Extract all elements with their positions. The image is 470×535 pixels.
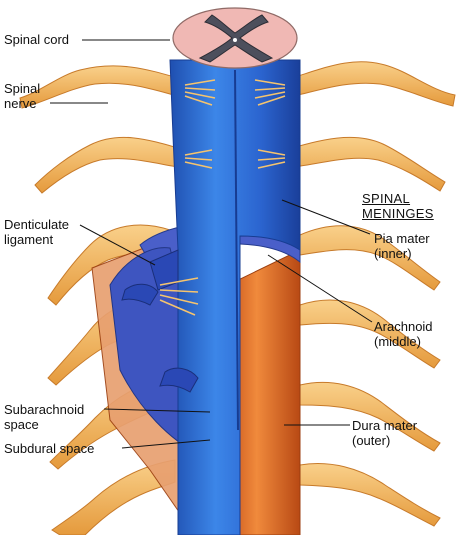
label-dura-line2: (outer) (352, 433, 391, 448)
nerve-rootlets (159, 79, 286, 316)
label-pia-mater: Pia mater (inner) (374, 231, 430, 261)
heading-line1: SPINAL (362, 191, 411, 206)
heading-line2: MENINGES (362, 206, 434, 221)
label-subdural-space: Subdural space (4, 441, 94, 456)
label-dura-line1: Dura mater (352, 418, 418, 433)
denticulate-ligament (121, 249, 199, 393)
label-denticulate-line1: Denticulate (4, 217, 70, 232)
label-subarachnoid-line1: Subarachnoid (4, 402, 85, 417)
right-spinal-nerves (284, 61, 456, 527)
label-denticulate-ligament: Denticulate ligament (4, 217, 69, 247)
label-pia-line2: (inner) (374, 246, 412, 261)
label-dura-mater: Dura mater (outer) (352, 418, 417, 448)
label-arachnoid-line2: (middle) (374, 334, 421, 349)
label-spinal-nerve-line2: nerve (4, 96, 37, 111)
label-subdural-text: Subdural space (4, 441, 95, 456)
label-spinal-nerve-line1: Spinal (4, 81, 41, 96)
label-subarachnoid-space: Subarachnoid space (4, 402, 84, 432)
spinal-meninges-heading: SPINAL MENINGES (362, 191, 434, 221)
central-canal (233, 38, 237, 42)
label-pia-line1: Pia mater (374, 231, 430, 246)
label-spinal-nerve: Spinal nerve (4, 81, 40, 111)
label-denticulate-line2: ligament (4, 232, 54, 247)
label-arachnoid-line1: Arachnoid (374, 319, 433, 334)
leader-lines (50, 39, 373, 449)
label-arachnoid: Arachnoid (middle) (374, 319, 433, 349)
pia-sulcus (234, 69, 239, 431)
label-spinal-cord-text: Spinal cord (4, 32, 70, 47)
label-subarachnoid-line2: space (4, 417, 39, 432)
label-spinal-cord: Spinal cord (4, 32, 69, 47)
